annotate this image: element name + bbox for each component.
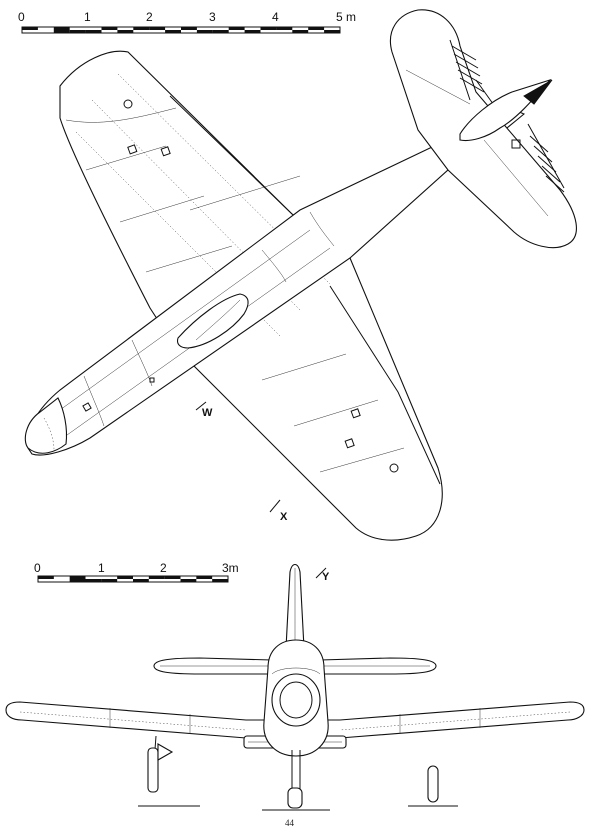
left-main-gear [138,735,200,807]
tail-wheel [262,750,330,811]
scale-segment [117,30,134,33]
spinner-front [271,673,321,727]
scale-segment [292,30,309,33]
scale-segment [308,27,325,30]
scale-bottom-label-0: 0 [34,561,41,575]
section-mark-x: X [280,511,288,523]
plan-view: W X [24,9,577,541]
scale-segment [85,30,102,33]
scale-top-label-1: 1 [84,10,91,24]
scale-segment [85,579,102,582]
scale-top-label-5m: 5 m [336,10,356,24]
scale-segment [244,30,261,33]
scale-segment [165,30,181,33]
scale-segment [69,30,86,33]
scale-segment [260,27,277,30]
scale-segment [180,579,197,582]
scale-segment [212,30,229,33]
scale-bar-top: 0 1 2 3 4 5 m [18,10,356,34]
scale-segment [212,579,228,582]
scale-segment [101,579,118,582]
spinner [24,397,68,454]
scale-segment [133,579,149,582]
front-view: Y [5,563,585,828]
canopy [176,293,249,349]
scale-segment [117,576,133,579]
scale-segment [53,27,70,30]
scale-segment [196,30,213,33]
section-mark-y: Y [322,571,330,583]
section-mark-w: W [202,407,213,419]
scale-segment [324,30,340,33]
scale-segment [164,576,181,579]
scale-top-label-2: 2 [146,10,153,24]
scale-segment [133,27,150,30]
right-gear-outline [408,765,458,807]
scale-top-label-0: 0 [18,10,25,24]
page-number: 44 [285,818,295,828]
scale-segment [196,576,213,579]
scale-bottom-label-2: 2 [160,561,167,575]
scale-segment [228,27,245,30]
scale-segment [22,27,38,30]
scale-bottom-label-1: 1 [98,561,105,575]
scale-segment [69,579,86,582]
scale-segment [38,576,54,579]
scale-bar-bottom: 0 1 2 3m [34,561,239,583]
scale-segment [148,576,165,579]
scale-segment [276,27,293,30]
scale-segment [69,576,86,579]
scale-segment [181,27,197,30]
scale-segment [101,27,118,30]
scale-top-label-4: 4 [272,10,279,24]
scale-segment [149,27,166,30]
scale-bottom-label-3m: 3m [222,561,239,575]
scale-segment [53,30,70,33]
scale-top-label-3: 3 [209,10,216,24]
